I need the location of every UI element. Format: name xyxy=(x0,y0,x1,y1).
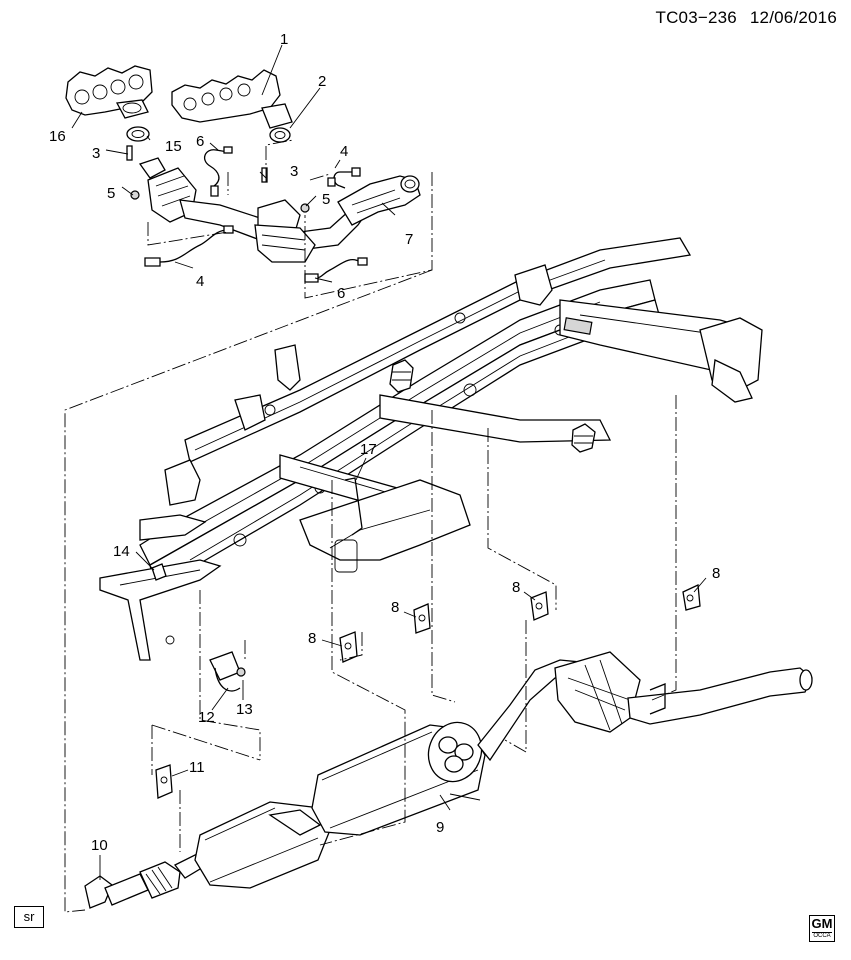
bracket-12-13 xyxy=(209,651,246,692)
hangers-8 xyxy=(339,584,701,663)
gm-logo-text: GM xyxy=(811,916,833,931)
callout-9: 9 xyxy=(436,819,444,836)
gasket-2 xyxy=(269,127,291,143)
callout-3a: 3 xyxy=(92,145,100,162)
hanger-11 xyxy=(155,764,173,799)
callout-8c: 8 xyxy=(391,599,399,616)
callout-2: 2 xyxy=(318,73,326,90)
callout-11: 11 xyxy=(189,759,205,776)
callout-5a: 5 xyxy=(107,185,115,202)
callout-3b: 3 xyxy=(290,163,298,180)
callout-numbers: 1 2 3 3 4 4 5 5 6 6 7 8 8 8 8 9 10 11 12… xyxy=(49,31,720,854)
y-pipe-with-catalytic-converters xyxy=(138,157,421,263)
callout-6a: 6 xyxy=(196,133,204,150)
callout-4a: 4 xyxy=(340,143,348,160)
diagram-date: 12/06/2016 xyxy=(749,8,837,27)
callout-8b: 8 xyxy=(512,579,520,596)
callout-12: 12 xyxy=(198,709,215,726)
right-exhaust-manifold xyxy=(171,69,293,143)
leader-lines xyxy=(71,44,707,880)
gm-logo-subtext: OCCA xyxy=(812,932,832,939)
callout-6b: 6 xyxy=(337,285,345,302)
diagram-header: TC03−236 12/06/2016 xyxy=(656,8,838,28)
callout-8a: 8 xyxy=(712,565,720,582)
oxygen-sensors xyxy=(144,146,368,283)
sr-label-box: sr xyxy=(14,906,44,928)
callout-13: 13 xyxy=(236,701,253,718)
tailpipe-assembly xyxy=(477,651,813,762)
gm-logo-icon: GM OCCA xyxy=(809,915,835,942)
callout-14: 14 xyxy=(113,543,130,560)
callout-10: 10 xyxy=(91,837,108,854)
studs-and-nuts xyxy=(126,145,310,213)
callout-8d: 8 xyxy=(308,630,316,647)
callout-5b: 5 xyxy=(322,191,330,208)
diagram-id: TC03−236 xyxy=(655,8,737,27)
left-exhaust-manifold xyxy=(65,65,153,142)
callout-15: 15 xyxy=(165,138,182,155)
callout-7: 7 xyxy=(405,231,413,248)
callout-17: 17 xyxy=(360,441,377,458)
muffler-assembly xyxy=(194,721,486,889)
clip-14 xyxy=(151,563,167,581)
callout-16: 16 xyxy=(49,128,66,145)
hanger-rod-17 xyxy=(344,477,363,536)
vehicle-frame xyxy=(99,237,763,661)
callout-4b: 4 xyxy=(196,273,204,290)
gasket-15 xyxy=(126,126,150,142)
callout-1: 1 xyxy=(280,31,288,48)
assembly-lines xyxy=(64,139,677,913)
